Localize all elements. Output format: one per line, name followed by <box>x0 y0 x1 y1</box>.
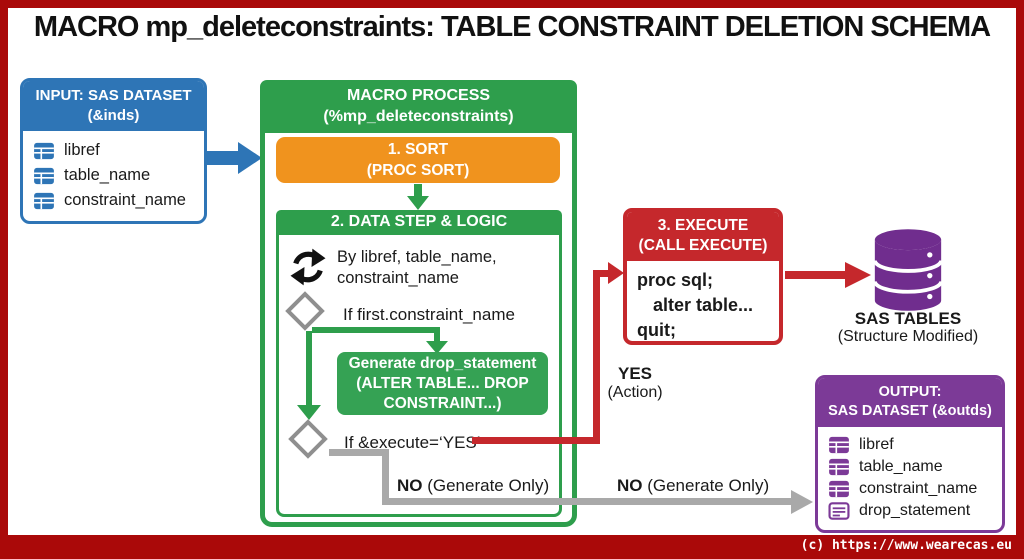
input-field-label: constraint_name <box>64 191 186 209</box>
input-to-macro-arrow <box>207 151 240 165</box>
loop-icon <box>290 248 326 286</box>
table-icon <box>34 142 54 159</box>
no-path-line-v <box>382 449 389 505</box>
input-field-label: libref <box>64 141 100 159</box>
output-field-row: table_name <box>828 456 994 478</box>
code-line: proc sql; <box>637 270 714 291</box>
table-icon <box>829 480 849 497</box>
input-field-label: table_name <box>64 166 151 184</box>
execute-to-tables-arrow <box>785 271 847 279</box>
sort-step-box: 1. SORT (PROC SORT) <box>276 137 560 183</box>
true-branch-line-v <box>434 327 440 343</box>
input-dataset-box: INPUT: SAS DATASET (&inds) libref table_… <box>20 78 207 224</box>
macro-process-header: MACRO PROCESS (%mp_deleteconstraints) <box>260 80 577 134</box>
output-field-label: drop_statement <box>859 501 971 519</box>
datastep-header: 2. DATA STEP & LOGIC <box>276 210 562 235</box>
next-decision-line <box>306 331 312 406</box>
execute-step-box: 3. EXECUTE (CALL EXECUTE) proc sql; alte… <box>623 208 783 345</box>
input-field-row: table_name <box>33 163 196 188</box>
output-field-label: table_name <box>859 457 943 475</box>
execute-code-block: proc sql; alter table... quit; <box>627 261 779 341</box>
no-path-line-h2 <box>382 498 791 505</box>
loop-by-label: By libref, table_name, constraint_name <box>337 248 497 287</box>
output-box-subtitle: SAS DATASET (&outds) <box>828 402 992 419</box>
sort-to-datastep-arrow <box>414 184 422 196</box>
next-decision-arrowhead <box>297 405 321 420</box>
table-icon <box>34 192 54 209</box>
yes-path-line-v <box>593 270 600 444</box>
execute-to-tables-arrowhead <box>845 262 871 288</box>
output-dataset-box: OUTPUT: SAS DATASET (&outds) libref tabl… <box>815 375 1005 533</box>
input-box-subtitle: (&inds) <box>87 106 140 124</box>
database-icon <box>872 229 944 311</box>
no-path-arrowhead <box>791 490 813 514</box>
no-generate-only-label-2: NO (Generate Only) <box>617 476 770 495</box>
output-field-label: constraint_name <box>859 479 978 497</box>
output-field-row: drop_statement <box>828 500 994 522</box>
table-icon <box>829 458 849 475</box>
table-icon <box>34 167 54 184</box>
decision-first-constraint-label: If first.constraint_name <box>343 305 515 324</box>
page-title: MACRO mp_deleteconstraints: TABLE CONSTR… <box>33 11 991 43</box>
input-field-row: constraint_name <box>33 188 196 213</box>
input-to-macro-arrowhead <box>238 142 262 174</box>
sort-step-subtitle: (PROC SORT) <box>366 161 470 179</box>
table-icon <box>829 436 849 453</box>
sort-to-datastep-arrowhead <box>407 196 429 210</box>
no-path-line-h1 <box>329 449 389 456</box>
yes-path-line-h1 <box>472 437 600 444</box>
input-box-title: INPUT: SAS DATASET <box>35 87 192 104</box>
input-box-header: INPUT: SAS DATASET (&inds) <box>23 81 204 131</box>
output-box-title: OUTPUT: <box>878 384 942 400</box>
output-field-row: constraint_name <box>828 478 994 500</box>
output-field-label: libref <box>859 435 894 453</box>
output-field-row: libref <box>828 434 994 456</box>
true-branch-line-h <box>312 327 440 333</box>
sas-tables-subtitle: (Structure Modified) <box>837 328 979 345</box>
decision-execute-label: If &execute=‘YES’ <box>344 433 481 452</box>
generate-statement-box: Generate drop_statement (ALTER TABLE... … <box>337 352 548 415</box>
macro-process-subtitle: (%mp_deleteconstraints) <box>323 108 514 126</box>
document-lines-icon <box>828 501 850 520</box>
copyright-text: (c) https://www.wearecas.eu <box>800 538 1012 553</box>
sort-step-title: 1. SORT <box>387 141 449 158</box>
no-generate-only-label-1: NO (Generate Only) <box>397 476 550 495</box>
execute-step-header: 3. EXECUTE (CALL EXECUTE) <box>627 212 779 262</box>
true-branch-arrowhead <box>426 341 448 354</box>
sas-tables-title: SAS TABLES <box>854 309 962 328</box>
output-box-header: OUTPUT: SAS DATASET (&outds) <box>818 378 1002 427</box>
macro-process-title: MACRO PROCESS <box>346 87 491 104</box>
input-field-row: libref <box>33 138 196 163</box>
yes-path-arrowhead <box>608 262 624 284</box>
yes-path-line-h2 <box>598 270 610 277</box>
code-line: alter table... <box>653 295 754 316</box>
code-line: quit; <box>637 320 676 341</box>
yes-action-label: YES (Action) <box>607 364 663 401</box>
